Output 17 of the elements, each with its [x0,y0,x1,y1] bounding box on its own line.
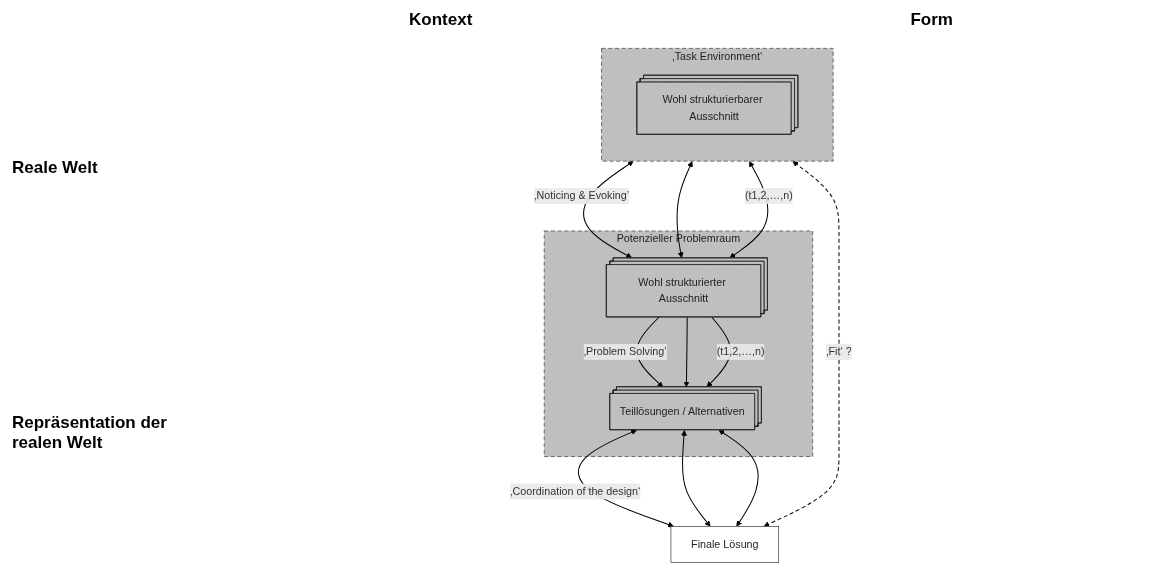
arrow [683,316,690,387]
edge-label: (t1,2,…,n) [716,345,765,357]
edge-label: ‚Noticing & Evoking’ [534,189,630,201]
edge-label: (t1,2,…,n) [744,189,793,201]
arrow [681,429,711,527]
edge-label: ‚Coordination of the design‘ [510,484,641,497]
node-box: Finale Lösung [670,525,780,563]
edge-label: ‚Problem Solving’ [583,345,667,357]
arrow [729,160,769,258]
edge-label: ‚Fit‘ ? [826,345,852,357]
arrow [676,160,693,258]
arrow [718,429,759,527]
row-heading: Repräsentation der realen Welt [12,412,168,453]
column-heading: Kontext [409,10,473,30]
arrow [763,160,840,527]
row-heading: Reale Welt [12,157,99,178]
column-heading: Form [910,10,953,30]
